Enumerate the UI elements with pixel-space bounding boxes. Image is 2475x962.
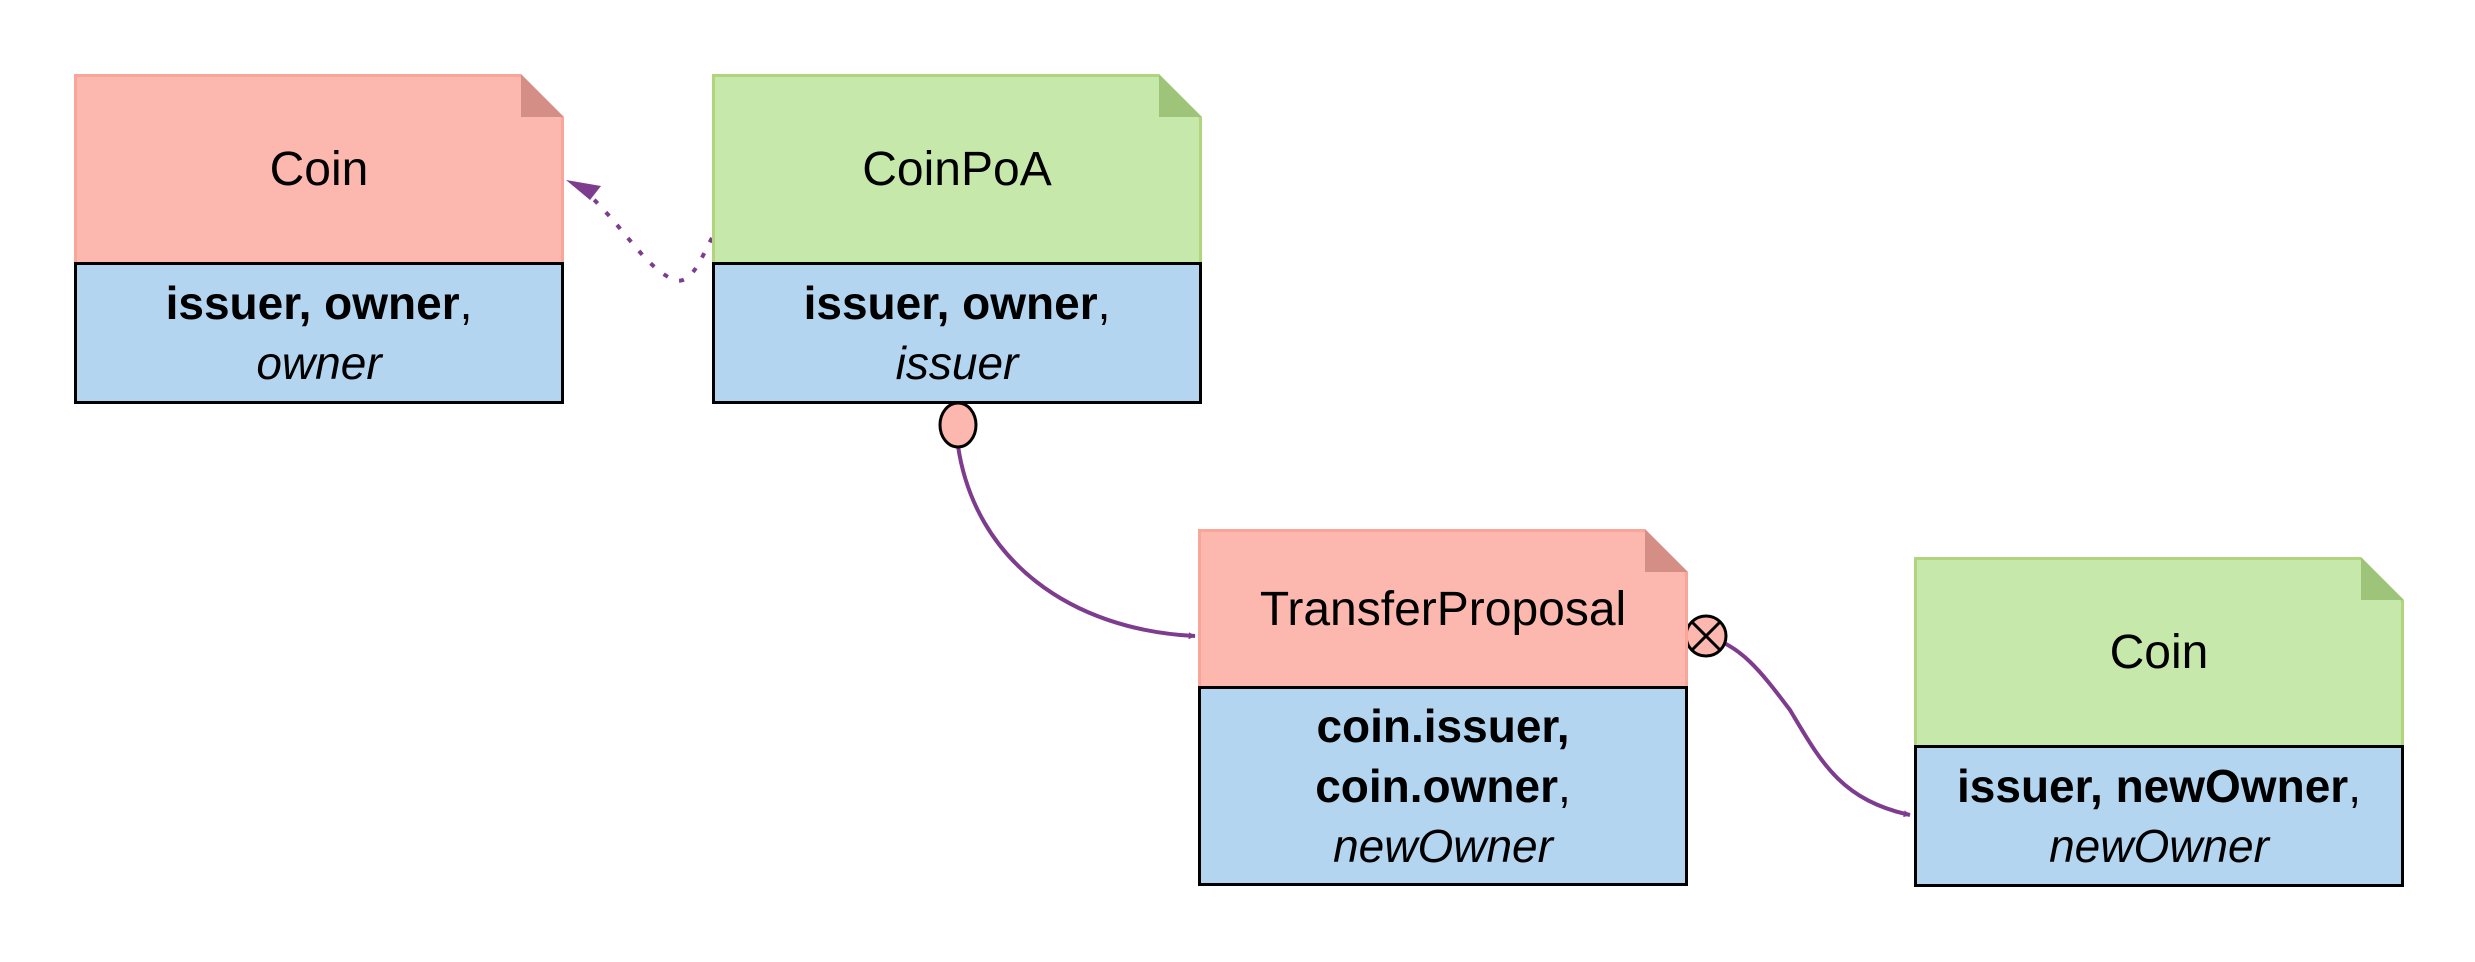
node-header: Coin [74,74,564,262]
node-line-2: issuer [895,337,1019,389]
node-line-2: owner [256,337,382,389]
node-title: TransferProposal [1259,582,1627,636]
node-header: TransferProposal [1198,529,1688,686]
node-title: Coin [269,143,369,196]
node-body: issuer, owner, owner [74,262,564,404]
folded-corner-icon [1159,74,1202,117]
node-body: coin.issuer, coin.owner, newOwner [1198,686,1688,886]
node-coin-right[interactable]: Coin issuer, newOwner, newOwner [1914,557,2404,887]
node-line-1: issuer, owner, [165,277,473,329]
creation-circle-marker [938,401,978,449]
node-line-2: coin.owner, [1315,760,1571,812]
node-body: issuer, newOwner, newOwner [1914,745,2404,887]
dotted-arrow-coinpoa-to-coin [573,180,714,283]
archive-cross-marker [1684,614,1728,658]
node-header: Coin [1914,557,2404,745]
node-line-1: issuer, newOwner, [1957,760,2361,812]
folded-corner-icon [1645,529,1688,572]
node-coin-left[interactable]: Coin issuer, owner, owner [74,74,564,404]
node-title: CoinPoA [862,143,1052,196]
folded-corner-icon [521,74,564,117]
dotted-arrow-head [566,180,601,200]
node-body: issuer, owner, issuer [712,262,1202,404]
folded-corner-icon [2361,557,2404,600]
node-line-2: newOwner [2049,820,2269,872]
arrow-coinpoa-to-transferproposal [956,445,1196,640]
node-transfer-proposal[interactable]: TransferProposal coin.issuer, coin.owner… [1198,529,1688,886]
node-line-1: issuer, owner, [803,277,1111,329]
node-title: Coin [2109,626,2209,679]
node-header: CoinPoA [712,74,1202,262]
node-line-3: newOwner [1333,820,1553,872]
node-line-1: coin.issuer, [1316,700,1570,752]
node-coinpoa[interactable]: CoinPoA issuer, owner, issuer [712,74,1202,404]
arrow-transferproposal-to-coin [1705,634,1911,818]
